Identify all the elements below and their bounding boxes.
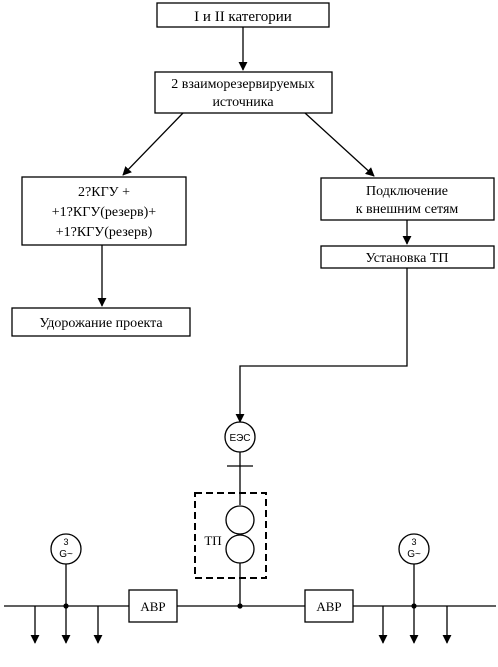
arrow-sources-to-connect xyxy=(304,112,375,177)
box-cost: Удорожание проекта xyxy=(11,307,191,337)
avr-right: АВР xyxy=(304,589,354,623)
substation-tp: ТП xyxy=(194,492,267,579)
kgu-label-line3: +1?КГУ(резерв) xyxy=(56,225,153,240)
junction-dot xyxy=(237,603,243,609)
connect-label-line1: Подключение xyxy=(366,184,448,199)
avr-right-label: АВР xyxy=(316,599,341,614)
ees-label: ЕЭС xyxy=(229,433,250,444)
box-kgu: 2?КГУ + +1?КГУ(резерв)+ +1?КГУ(резерв) xyxy=(21,176,187,246)
sources-label-line2: источника xyxy=(212,95,274,110)
generator-right: 3 G~ xyxy=(398,533,430,565)
gen-left-symbol: G~ xyxy=(59,549,73,560)
grid-source: ЕЭС xyxy=(224,421,256,453)
gen-right-symbol: G~ xyxy=(407,549,421,560)
kgu-label-line1: 2?КГУ + xyxy=(78,185,130,200)
load-arrows-right xyxy=(378,606,452,644)
categories-label: I и II категории xyxy=(194,9,292,25)
box-sources: 2 взаиморезервируемых источника xyxy=(154,71,333,114)
tp-install-label: Установка ТП xyxy=(365,251,448,266)
avr-left-label: АВР xyxy=(140,599,165,614)
generator-left: 3 G~ xyxy=(50,533,82,565)
connector-tp-to-grid xyxy=(235,268,408,423)
box-connect: Подключение к внешним сетям xyxy=(320,177,495,221)
arrow-sources-to-kgu xyxy=(122,112,184,176)
box-tp-install: Установка ТП xyxy=(320,245,495,269)
cost-label: Удорожание проекта xyxy=(39,316,163,331)
avr-left: АВР xyxy=(128,589,178,623)
box-categories: I и II категории xyxy=(156,2,330,28)
gen-right-number: 3 xyxy=(411,537,416,547)
kgu-label-line2: +1?КГУ(резерв)+ xyxy=(52,205,157,220)
sources-label-line1: 2 взаиморезервируемых xyxy=(171,77,315,92)
connect-label-line2: к внешним сетям xyxy=(356,202,459,217)
load-arrows-left xyxy=(30,606,103,644)
tp-label: ТП xyxy=(204,533,221,548)
gen-left-number: 3 xyxy=(63,537,68,547)
